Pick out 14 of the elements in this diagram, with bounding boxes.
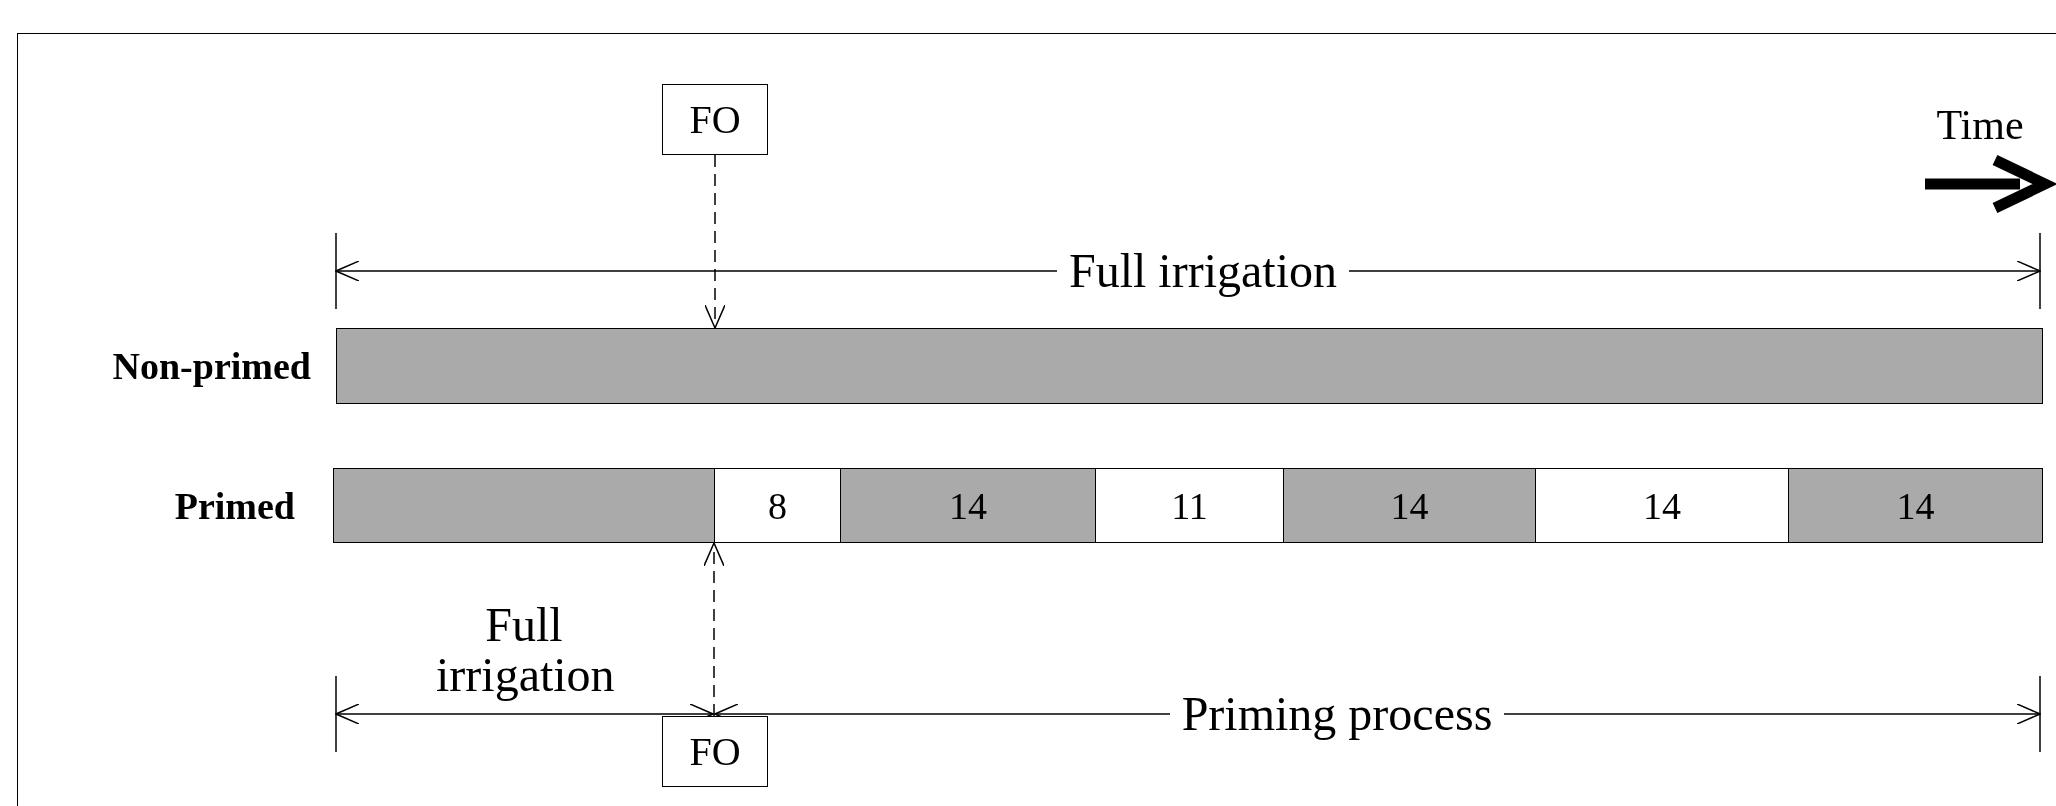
dashed-arrow: [704, 154, 726, 329]
timeline-segment: 14: [840, 468, 1096, 543]
timeline-segment: 14: [1535, 468, 1789, 543]
axis-label: Time: [1935, 102, 2025, 148]
timeline-segment: [333, 468, 715, 543]
timeline-segment: 14: [1788, 468, 2043, 543]
row-label: Primed: [174, 483, 295, 528]
event-box: FO: [662, 84, 768, 155]
timeline-segment: 8: [714, 468, 841, 543]
timeline-segment: 14: [1283, 468, 1536, 543]
dashed-arrow: [703, 542, 725, 717]
timeline-segment: 11: [1095, 468, 1284, 543]
event-box: FO: [662, 716, 768, 787]
row-label: Non-primed: [112, 344, 311, 388]
